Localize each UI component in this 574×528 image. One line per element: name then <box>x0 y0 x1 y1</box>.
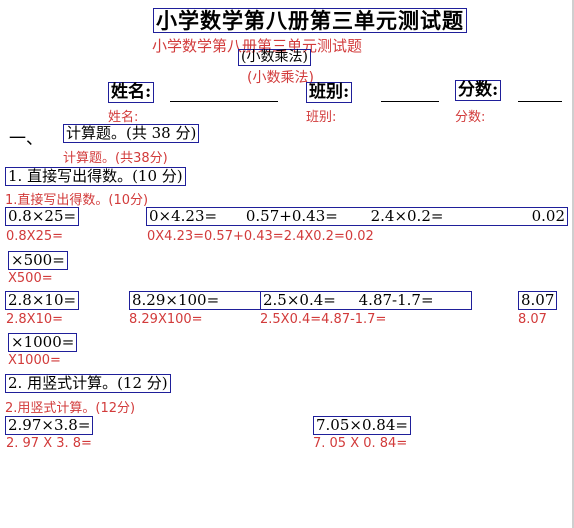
class-blank[interactable] <box>381 101 439 102</box>
problem-4-87-minus-1-7: 4.87-1.7= <box>358 291 434 309</box>
part2-overlay-a: 2. 97 X 3. 8= <box>6 436 92 451</box>
problem-row3-group: 2.5×0.4= 4.87-1.7= <box>260 291 472 310</box>
row3-overlay-a: 2.8X10= <box>6 312 64 327</box>
part1-heading: 1. 直接写出得数。(10 分) <box>5 167 186 186</box>
problem-2-5x0-4: 2.5×0.4= <box>263 291 336 309</box>
problem-7-05x0-84: 7.05×0.84= <box>313 416 411 435</box>
problem-x1000: ×1000= <box>8 333 78 352</box>
row3-overlay-b: 8.29X100= <box>129 312 203 327</box>
problem-0x4-23: 0×4.23= <box>149 207 218 225</box>
problem-row1-group: 0×4.23= 0.57+0.43= 2.4×0.2= 0.02 <box>146 207 568 226</box>
score-label-overlay: 分数: <box>455 110 486 125</box>
section-heading-overlay: 计算题。(共38分) <box>63 151 168 166</box>
name-label: 姓名: <box>108 82 155 103</box>
row1-overlay-a: 0.8X25= <box>6 229 64 244</box>
part2-heading: 2. 用竖式计算。(12 分) <box>5 374 171 393</box>
problem-x500: ×500= <box>8 251 68 270</box>
part1-heading-overlay: 1.直接写出得数。(10分) <box>5 193 149 208</box>
page-edge <box>572 0 574 528</box>
problem-2-4x0-2: 2.4×0.2= <box>370 207 444 225</box>
problem-2-8x10: 2.8×10= <box>5 291 80 310</box>
part2-heading-overlay: 2.用竖式计算。(12分) <box>5 401 136 416</box>
row2-overlay: X500= <box>8 271 53 286</box>
class-label-overlay: 班别: <box>306 110 337 125</box>
problem-0-02: 0.02 <box>531 207 565 225</box>
row4-overlay: X1000= <box>8 353 61 368</box>
exam-subtitle-overlay: (小数乘法) <box>247 70 314 86</box>
row1-overlay-b: 0X4.23=0.57+0.43=2.4X0.2=0.02 <box>147 229 374 244</box>
score-blank[interactable] <box>518 101 562 102</box>
name-label-overlay: 姓名: <box>108 110 139 125</box>
section-number: 一、 <box>9 129 43 149</box>
part2-overlay-b: 7. 05 X 0. 84= <box>313 436 408 451</box>
name-blank[interactable] <box>170 101 278 102</box>
score-label: 分数: <box>455 80 502 101</box>
problem-8-07: 8.07 <box>518 291 558 310</box>
problem-0-57-plus-0-43: 0.57+0.43= <box>245 207 338 225</box>
problem-8-29x100: 8.29×100= <box>129 291 261 310</box>
problem-2-97x3-8: 2.97×3.8= <box>5 416 94 435</box>
exam-subtitle: (小数乘法) <box>238 49 311 67</box>
problem-0-8x25: 0.8×25= <box>5 207 80 226</box>
row3-overlay-d: 8.07 <box>518 312 547 327</box>
row3-overlay-c: 2.5X0.4=4.87-1.7= <box>260 312 387 327</box>
exam-title-overlay: 小学数学第八册第三单元测试题 <box>152 37 363 55</box>
section-heading: 计算题。(共 38 分) <box>63 124 200 143</box>
exam-title: 小学数学第八册第三单元测试题 <box>153 8 467 34</box>
class-label: 班别: <box>306 82 353 103</box>
